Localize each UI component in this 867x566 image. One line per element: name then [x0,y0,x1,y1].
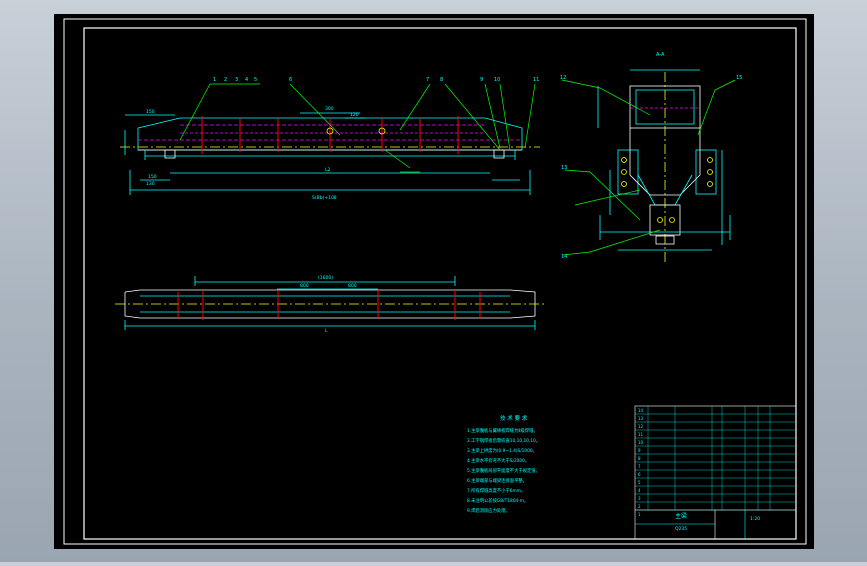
section-view-leaders [561,79,736,256]
parts-row-5: 5 [638,480,641,485]
dim-120: 120 [350,112,359,118]
main-girder-elevation-view [120,112,540,195]
parts-row-13: 13 [638,416,644,421]
parts-row-6: 6 [638,472,641,477]
parts-row-12: 12 [638,424,644,429]
dim-l: L [325,328,328,334]
balloon-9: 9 [480,77,483,83]
balloon-3: 3 [235,77,238,83]
dim-800-right: 800 [348,283,357,289]
dim-1600: (1600) [318,275,333,281]
section-view-balloons: 12 13 14 15 A-A [560,52,742,260]
parts-row-10: 10 [638,440,644,445]
dim-150-bottom: 150 [148,174,157,180]
main-view-dimensions: 150 300 120 L2 150 130 S(Bb)+108 [146,106,359,201]
dim-800-left: 800 [300,283,309,289]
balloon-13: 13 [561,165,567,171]
drawing-name: 主梁 [675,512,687,520]
parts-row-14: 14 [638,408,644,413]
balloon-11: 11 [533,77,539,83]
dim-150-top: 150 [146,109,155,115]
drawing-sheet [54,14,814,549]
technical-requirements: 技 术 要 求 1.主梁腹板与翼缘板焊缝为Ⅱ级焊缝。 2.工字钢焊接后需校直10… [467,414,540,514]
note-line-1: 1.主梁腹板与翼缘板焊缝为Ⅱ级焊缝。 [467,427,538,434]
balloon-15: 15 [736,75,742,81]
balloon-6: 6 [289,77,292,83]
note-line-3: 3.主梁上拱度为(0.9~1.4)S/1000。 [467,447,537,454]
outer-border [63,18,807,545]
balloon-12: 12 [560,75,566,81]
parts-list-indices: 14 13 12 11 10 9 8 7 6 5 4 3 2 1 [638,408,644,517]
parts-list-table [634,405,797,540]
drawing-scale: 1:20 [750,516,760,522]
cross-section-view [597,69,731,265]
dim-300: 300 [325,106,334,112]
note-line-8: 8.未注明公差按GB/T1804-m。 [467,497,528,504]
title-block: 主梁 Q235 1:20 [675,512,760,532]
note-line-9: 9.焊后消除应力处理。 [467,507,510,514]
dim-l2: L2 [325,167,331,173]
main-girder-plan-view [115,276,545,330]
balloon-8: 8 [440,77,443,83]
note-line-7: 7.所有焊缝高度不小于6mm。 [467,487,525,494]
section-label: A-A [656,52,665,58]
balloon-14: 14 [561,254,567,260]
balloon-4: 4 [245,77,248,83]
balloon-10: 10 [494,77,500,83]
dim-130: 130 [146,181,155,187]
parts-row-3: 3 [638,496,641,501]
note-line-4: 4.主梁水平旁弯不大于S/2000。 [467,457,529,464]
parts-row-1: 1 [638,512,641,517]
drawing-material: Q235 [675,526,687,532]
balloon-5: 5 [254,77,257,83]
parts-row-11: 11 [638,432,644,437]
parts-row-7: 7 [638,464,641,469]
parts-row-2: 2 [638,504,641,509]
parts-row-8: 8 [638,456,641,461]
balloon-1: 1 [213,77,216,83]
parts-row-4: 4 [638,488,641,493]
inner-frame [83,27,797,540]
note-line-5: 5.主梁腹板局部平面度不大于规定值。 [467,467,540,474]
balloon-7: 7 [426,77,429,83]
parts-row-9: 9 [638,448,641,453]
note-line-6: 6.主梁端部与端梁连接面平整。 [467,477,527,484]
plan-view-dimensions: (1600) 800 800 L [300,275,357,334]
notes-title: 技 术 要 求 [500,414,528,422]
balloon-2: 2 [224,77,227,83]
dim-overall: S(Bb)+108 [312,195,337,201]
main-view-leaders [179,83,536,173]
main-view-balloons: 1 2 3 4 5 6 7 8 9 10 11 [213,77,539,83]
note-line-2: 2.工字钢焊接后需校直10,10,10,10。 [467,437,540,444]
